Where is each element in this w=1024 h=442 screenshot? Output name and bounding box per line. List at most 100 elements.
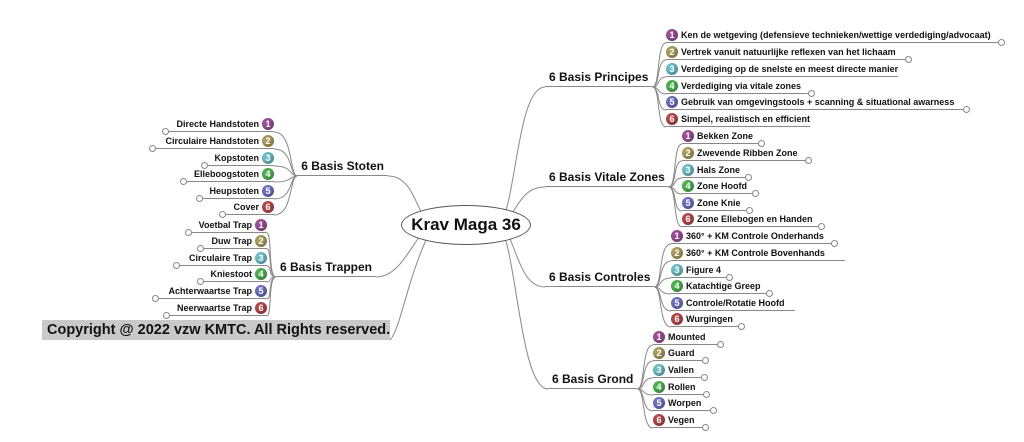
copyright-connector — [389, 239, 427, 341]
item-connector — [651, 42, 667, 88]
collapse-handle-icon[interactable] — [745, 207, 753, 214]
branch-6-basis-vitale-zones[interactable]: 6 Basis Vitale Zones — [545, 170, 669, 187]
central-topic[interactable]: Krav Maga 36 — [401, 205, 531, 245]
item-label: Voetbal Trap — [198, 220, 252, 230]
item-label: Elleboogstoten — [194, 169, 259, 179]
collapse-handle-icon[interactable] — [172, 262, 180, 269]
collapse-handle-icon[interactable] — [737, 323, 745, 330]
collapse-handle-icon[interactable] — [200, 162, 208, 169]
collapse-handle-icon[interactable] — [997, 39, 1005, 46]
collapse-handle-icon[interactable] — [162, 312, 170, 319]
collapse-handle-icon[interactable] — [716, 341, 724, 348]
collapse-handle-icon[interactable] — [701, 357, 709, 364]
collapse-handle-icon[interactable] — [180, 178, 187, 185]
item-label: Verdediging via vitale zones — [681, 81, 802, 91]
branch-6-basis-stoten[interactable]: 6 Basis Stoten — [297, 159, 388, 176]
collapse-handle-icon[interactable] — [817, 223, 825, 230]
collapse-handle-icon[interactable] — [701, 424, 709, 431]
branch-6-basis-grond[interactable]: 6 Basis Grond — [548, 372, 638, 389]
item-label: Vertrek vanuit natuurlijke reflexen van … — [681, 47, 896, 57]
collapse-handle-icon[interactable] — [726, 274, 734, 281]
branch-6-basis-trappen[interactable]: 6 Basis Trappen — [275, 260, 376, 277]
collapse-handle-icon[interactable] — [710, 407, 718, 414]
collapse-handle-icon[interactable] — [752, 190, 759, 197]
item-label: Katachtige Greep — [686, 281, 761, 291]
number-badge-icon: 4 — [262, 168, 274, 180]
number-badge-icon: 6 — [666, 113, 678, 125]
collapse-handle-icon[interactable] — [758, 140, 766, 147]
item-label: Neerwaartse Trap — [176, 303, 252, 313]
collapse-handle-icon[interactable] — [152, 295, 160, 302]
collapse-handle-icon[interactable] — [701, 374, 709, 381]
collapse-handle-icon[interactable] — [808, 90, 816, 97]
item-connector — [266, 248, 277, 278]
item-connector — [654, 286, 672, 328]
collapse-handle-icon[interactable] — [702, 391, 710, 398]
collapse-handle-icon[interactable] — [184, 229, 192, 236]
number-badge-icon: 3 — [262, 152, 274, 164]
collapse-handle-icon[interactable] — [904, 56, 912, 63]
item-connector — [668, 160, 683, 188]
item-label: Worpen — [668, 398, 702, 408]
number-badge-icon: 1 — [671, 230, 683, 242]
collapse-handle-icon[interactable] — [804, 157, 812, 164]
collapse-handle-icon[interactable] — [745, 174, 753, 181]
collapse-handle-icon[interactable] — [162, 128, 170, 135]
number-badge-icon: 4 — [671, 280, 683, 292]
collapse-handle-icon[interactable] — [765, 290, 773, 297]
collapse-handle-icon[interactable] — [830, 240, 838, 247]
branch-connector — [495, 86, 546, 226]
collapse-handle-icon[interactable] — [195, 195, 203, 202]
copyright-banner: Copyright @ 2022 vzw KMTC. All Rights re… — [42, 320, 390, 340]
collapse-handle-icon[interactable] — [196, 278, 204, 285]
branch-6-basis-controles[interactable]: 6 Basis Controles — [545, 270, 655, 287]
item-label: Guard — [668, 348, 695, 358]
collapse-handle-icon[interactable] — [197, 245, 205, 252]
number-badge-icon: 4 — [653, 381, 665, 393]
collapse-handle-icon[interactable] — [149, 145, 157, 152]
number-badge-icon: 2 — [255, 235, 267, 247]
collapse-handle-icon[interactable] — [219, 211, 227, 218]
item-label: Mounted — [668, 332, 706, 342]
item-label: Vegen — [668, 415, 695, 425]
collapse-handle-icon[interactable] — [963, 106, 971, 113]
branch-6-basis-principes[interactable]: 6 Basis Principes — [545, 70, 653, 87]
number-badge-icon: 2 — [653, 347, 665, 359]
